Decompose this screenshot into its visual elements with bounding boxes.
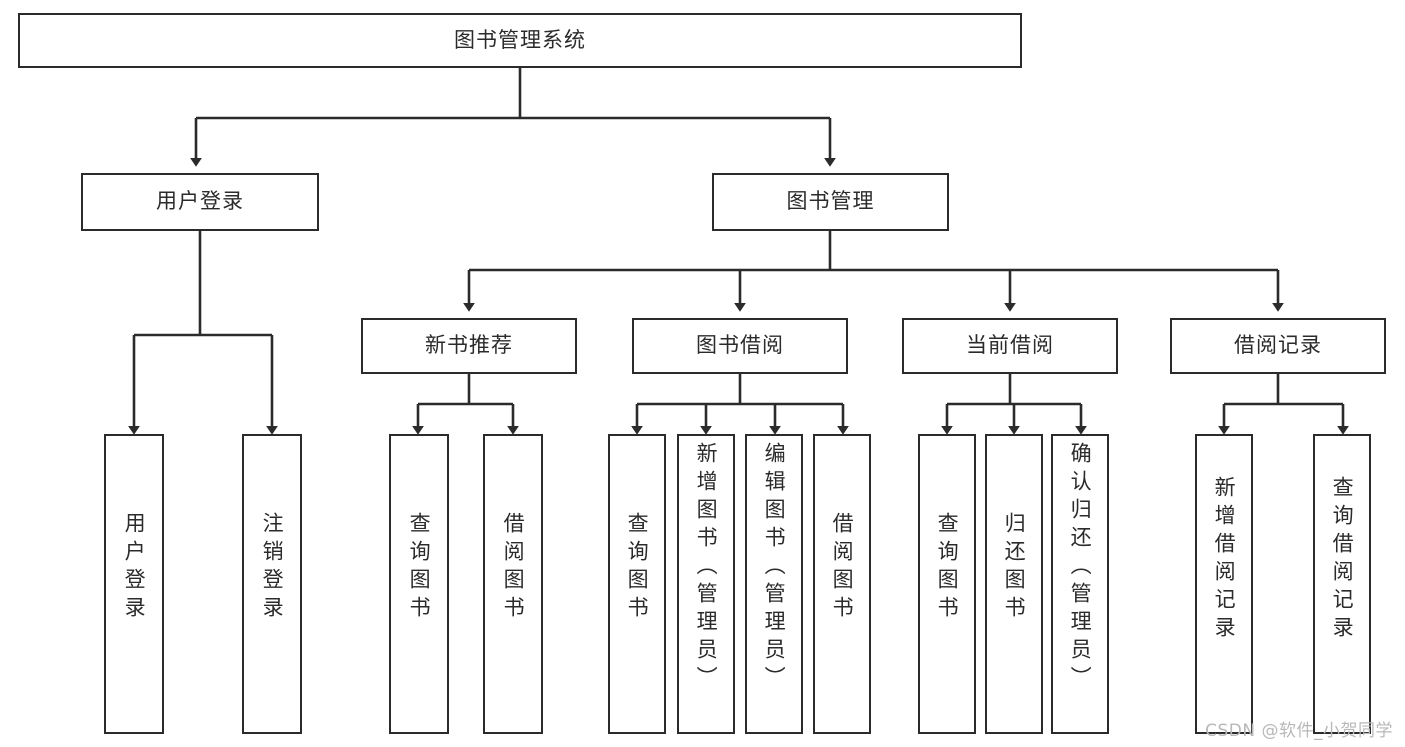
node-book-borrow-label: 图书借阅 (696, 333, 784, 358)
leaf-logout-label: 注销登录 (260, 512, 285, 624)
leaf-add-borrow-record[interactable]: 新增借阅记录 (1195, 434, 1253, 734)
node-book-borrow[interactable]: 图书借阅 (632, 318, 848, 374)
leaf-user-login-label: 用户登录 (122, 512, 147, 624)
leaf-confirm-return-admin[interactable]: 确认归还（管理员） (1051, 434, 1109, 734)
leaf-return-book[interactable]: 归还图书 (985, 434, 1043, 734)
leaf-add-borrow-record-label: 新增借阅记录 (1212, 476, 1237, 644)
leaf-add-book-admin-label: 新增图书（管理员） (694, 442, 719, 694)
node-current-borrow-label: 当前借阅 (966, 333, 1054, 358)
leaf-borrow-book-rec[interactable]: 借阅图书 (483, 434, 543, 734)
node-new-book-recommend-label: 新书推荐 (425, 333, 513, 358)
node-user-login-label: 用户登录 (156, 189, 244, 214)
node-book-management[interactable]: 图书管理 (712, 173, 949, 231)
leaf-query-book-rec[interactable]: 查询图书 (389, 434, 449, 734)
node-book-management-label: 图书管理 (786, 189, 875, 214)
leaf-edit-book-admin-label: 编辑图书（管理员） (762, 442, 787, 694)
leaf-query-book-rec-label: 查询图书 (407, 512, 432, 624)
leaf-query-book-borrow[interactable]: 查询图书 (608, 434, 666, 734)
leaf-add-book-admin[interactable]: 新增图书（管理员） (677, 434, 735, 734)
leaf-return-book-label: 归还图书 (1002, 512, 1027, 624)
node-user-login[interactable]: 用户登录 (81, 173, 319, 231)
node-root-label: 图书管理系统 (454, 27, 586, 52)
leaf-logout[interactable]: 注销登录 (242, 434, 302, 734)
leaf-confirm-return-admin-label: 确认归还（管理员） (1068, 442, 1093, 694)
leaf-query-book-current-label: 查询图书 (935, 512, 960, 624)
leaf-query-borrow-record[interactable]: 查询借阅记录 (1313, 434, 1371, 734)
leaf-query-book-current[interactable]: 查询图书 (918, 434, 976, 734)
leaf-query-book-borrow-label: 查询图书 (625, 512, 650, 624)
node-current-borrow[interactable]: 当前借阅 (902, 318, 1118, 374)
leaf-query-borrow-record-label: 查询借阅记录 (1330, 476, 1355, 644)
node-new-book-recommend[interactable]: 新书推荐 (361, 318, 577, 374)
leaf-borrow-book-rec-label: 借阅图书 (501, 512, 526, 624)
node-root[interactable]: 图书管理系统 (18, 13, 1022, 68)
csdn-watermark: CSDN @软件_小贺同学 (1205, 721, 1393, 741)
leaf-borrow-book-borrow[interactable]: 借阅图书 (813, 434, 871, 734)
leaf-user-login[interactable]: 用户登录 (104, 434, 164, 734)
node-borrow-record[interactable]: 借阅记录 (1170, 318, 1386, 374)
leaf-edit-book-admin[interactable]: 编辑图书（管理员） (745, 434, 803, 734)
node-borrow-record-label: 借阅记录 (1234, 333, 1322, 358)
leaf-borrow-book-borrow-label: 借阅图书 (830, 512, 855, 624)
